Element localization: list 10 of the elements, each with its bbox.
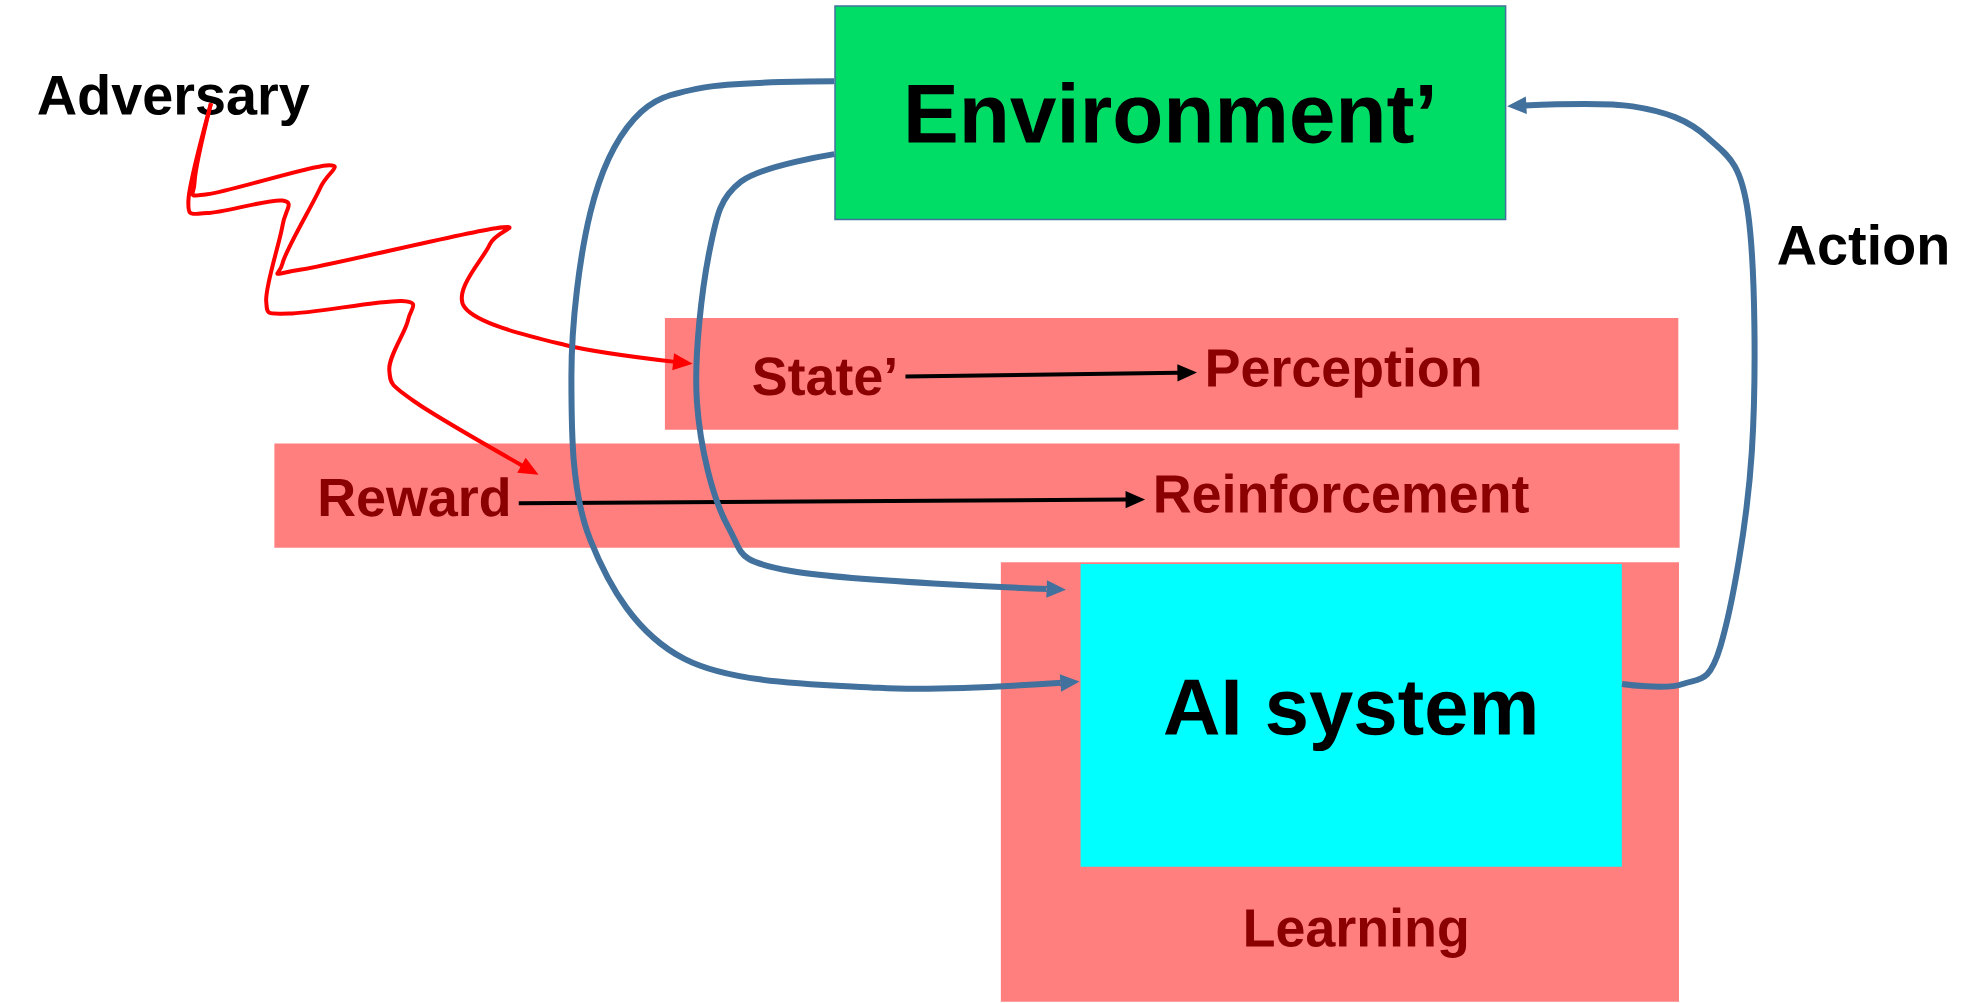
text-label: Reward <box>320 477 508 517</box>
text-label: State’ <box>753 357 895 396</box>
text-label: Reinforcement <box>1156 473 1529 513</box>
text-label: Adversary <box>38 74 310 127</box>
environment-box: Environment’ <box>834 5 1507 221</box>
band-background <box>274 443 1680 548</box>
ai-system-box: AI system <box>1080 564 1622 867</box>
edge-label: Action <box>1774 222 1953 267</box>
band-background <box>664 318 1679 430</box>
text-label: Perception <box>1208 347 1480 398</box>
